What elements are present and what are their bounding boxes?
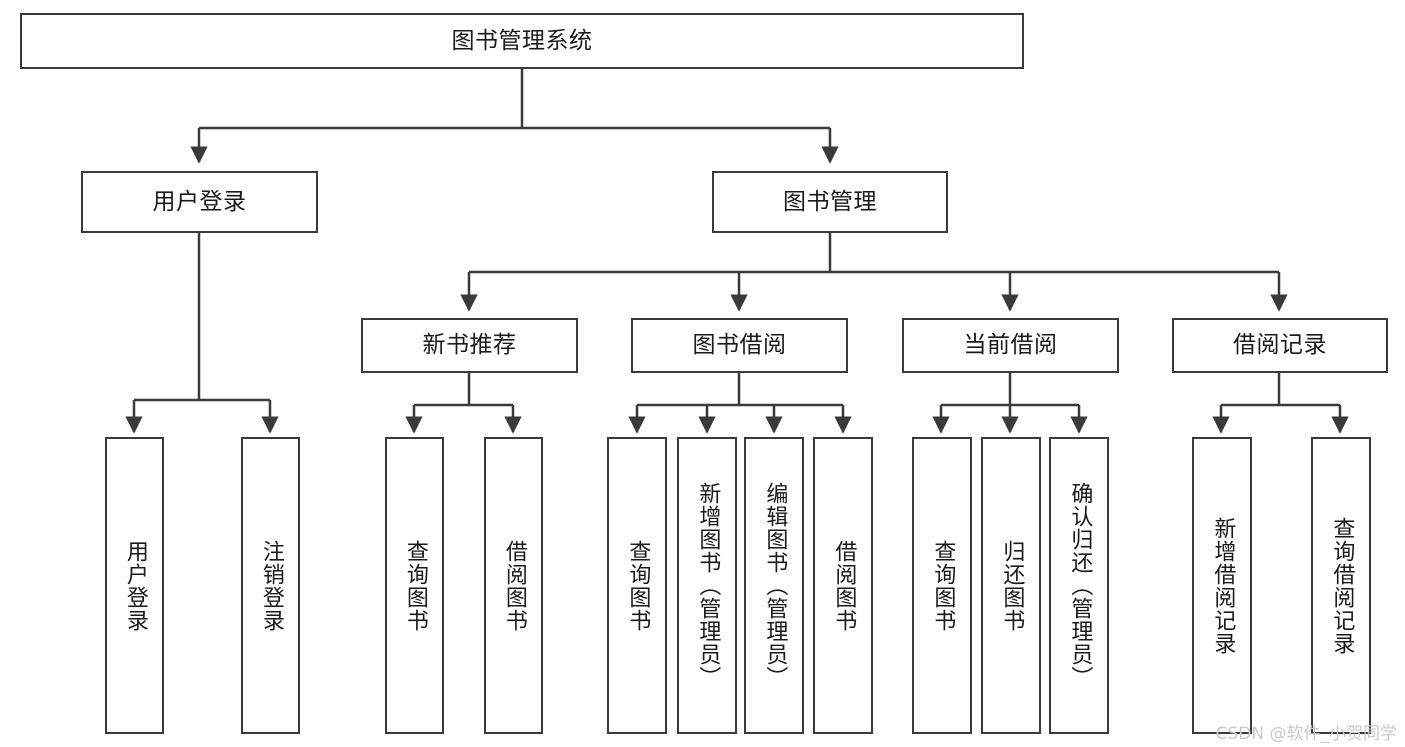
node-label: 查询图书 [625,539,651,632]
node-label: 当前借阅 [963,332,1058,359]
node-label: 归还图书 [999,539,1025,632]
csdn-watermark: CSDN @软件_小贺同学 [1215,724,1397,744]
node-label: 注销登录 [258,539,284,632]
leaf-user-login-logout[interactable]: 注销登录 [241,437,300,734]
node-label: 图书管理系统 [451,27,593,54]
node-label: 借阅图书 [831,539,857,632]
node-label: 确认归还（管理员） [1067,482,1093,689]
node-new-book-recommend[interactable]: 新书推荐 [361,318,578,373]
leaf-borrow-record-query-record[interactable]: 查询借阅记录 [1311,437,1371,734]
node-book-borrow[interactable]: 图书借阅 [631,318,848,373]
node-label: 查询图书 [930,539,956,632]
node-user-login[interactable]: 用户登录 [81,171,318,233]
node-label: 查询借阅记录 [1329,516,1355,655]
node-label: 查询图书 [402,539,428,632]
node-root-book-management-system[interactable]: 图书管理系统 [20,13,1024,69]
node-label: 用户登录 [122,539,148,632]
leaf-user-login-login[interactable]: 用户登录 [105,437,164,734]
leaf-new-book-borrow-book[interactable]: 借阅图书 [484,437,543,734]
leaf-book-borrow-add-book-admin[interactable]: 新增图书（管理员） [677,437,737,734]
node-label: 编辑图书（管理员） [762,482,788,689]
node-label: 新增借阅记录 [1210,516,1236,655]
leaf-current-borrow-return-book[interactable]: 归还图书 [981,437,1041,734]
node-label: 图书管理 [783,188,877,215]
leaf-borrow-record-add-record[interactable]: 新增借阅记录 [1192,437,1252,734]
node-label: 新增图书（管理员） [695,482,721,689]
leaf-book-borrow-edit-book-admin[interactable]: 编辑图书（管理员） [744,437,804,734]
leaf-current-borrow-query-book[interactable]: 查询图书 [912,437,972,734]
node-book-management[interactable]: 图书管理 [712,171,948,233]
node-label: 图书借阅 [692,332,787,359]
node-label: 借阅记录 [1233,332,1327,359]
leaf-current-borrow-confirm-return-admin[interactable]: 确认归还（管理员） [1049,437,1109,734]
node-borrow-record[interactable]: 借阅记录 [1172,318,1388,373]
node-label: 借阅图书 [501,539,527,632]
node-label: 新书推荐 [422,332,517,359]
leaf-book-borrow-borrow-book[interactable]: 借阅图书 [813,437,873,734]
leaf-book-borrow-query-book[interactable]: 查询图书 [607,437,667,734]
node-label: 用户登录 [152,188,247,215]
node-current-borrow[interactable]: 当前借阅 [902,318,1119,373]
leaf-new-book-query-book[interactable]: 查询图书 [385,437,444,734]
